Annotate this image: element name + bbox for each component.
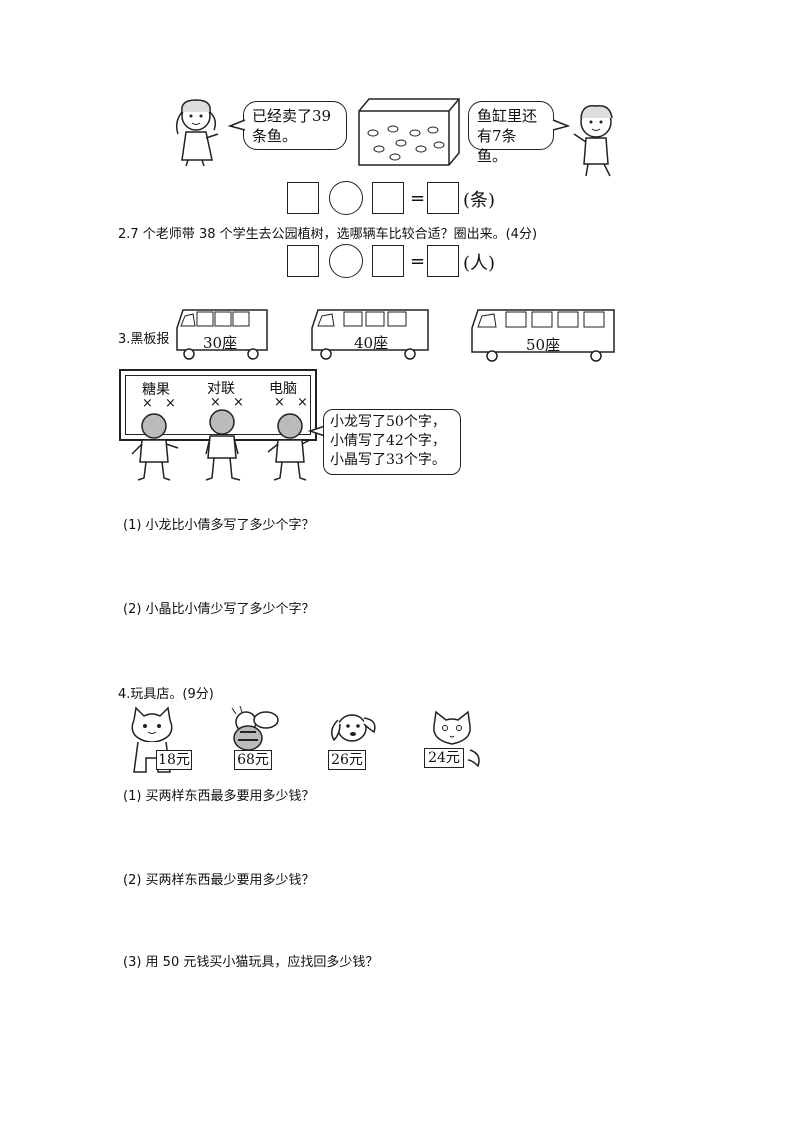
speech-bubble-right: 鱼缸里还 有7条鱼。: [468, 101, 554, 165]
bus-50[interactable]: 50座: [470, 308, 618, 364]
problem-4-question-2: (2) 买两样东西最少要用多少钱？: [123, 873, 315, 888]
board-word-computer: 电脑: [269, 381, 297, 397]
bus-40[interactable]: 40座: [310, 308, 432, 362]
problem-4-question-3: (3) 用 50 元钱买小猫玩具，应找回多少钱？: [123, 955, 379, 970]
bubble-right-tail: [552, 119, 571, 131]
answer-box-1a[interactable]: [287, 182, 319, 214]
blackboard-inner: [125, 375, 311, 435]
fox-toy-icon: [433, 710, 480, 768]
bus-30[interactable]: 30座: [175, 308, 271, 362]
bubble-3-line-1: 小龙写了50个字，: [330, 414, 446, 430]
kid-left-figure: [131, 413, 179, 481]
board-crosses-1: × ×: [142, 396, 180, 411]
board-crosses-3: × ×: [274, 395, 312, 410]
equals-sign-1: =: [410, 188, 426, 209]
bus-50-drawing: [471, 309, 615, 362]
board-crosses-2: × ×: [210, 395, 248, 410]
problem-3-title: 3.黑板报: [118, 332, 170, 347]
problem-2-text: 2.7 个老师带 38 个学生去公园植树，选哪辆车比较合适？圈出来。(4分): [118, 227, 538, 242]
bubble-3-line-3: 小晶写了33个字。: [330, 452, 446, 468]
unit-label-2: (人): [463, 253, 496, 274]
bus-40-label: 40座: [354, 334, 389, 352]
price-tag-bee: 68元: [234, 750, 272, 770]
operator-circle-1[interactable]: [329, 181, 363, 215]
price-tag-cat: 18元: [156, 750, 192, 770]
problem-3-question-1: (1) 小龙比小倩多写了多少个字？: [123, 518, 315, 533]
equals-sign-2: =: [410, 251, 426, 272]
operator-circle-2[interactable]: [329, 244, 363, 278]
answer-box-2b[interactable]: [372, 245, 404, 277]
kid-right-figure: [267, 413, 311, 481]
bus-50-label: 50座: [526, 336, 561, 354]
board-word-candy: 糖果: [142, 382, 170, 398]
price-tag-fox: 24元: [424, 748, 464, 768]
board-word-couplet: 对联: [207, 381, 235, 397]
unit-label-1: (条): [463, 190, 496, 211]
girl-figure: [175, 99, 219, 167]
problem-3-question-2: (2) 小晶比小倩少写了多少个字？: [123, 602, 315, 617]
bubble-left-line-1: 已经卖了39: [252, 107, 332, 125]
bubble-right-line-1: 鱼缸里还: [477, 107, 538, 125]
price-tag-dog: 26元: [328, 750, 366, 770]
answer-box-1b[interactable]: [372, 182, 404, 214]
bubble-left-tail: [227, 119, 246, 131]
problem-4-question-1: (1) 买两样东西最多要用多少钱？: [123, 789, 315, 804]
cat-toy-icon: [131, 706, 173, 773]
speech-bubble-3: 小龙写了50个字， 小倩写了42个字， 小晶写了33个字。: [323, 409, 461, 475]
speech-bubble-left: 已经卖了39 条鱼。: [243, 101, 347, 150]
boy-figure: [573, 105, 613, 177]
bee-toy-icon: [231, 705, 279, 751]
bubble-right-line-2: 有7条鱼。: [477, 127, 517, 165]
dog-toy-icon: [331, 714, 376, 742]
bubble-3-line-2: 小倩写了42个字，: [330, 433, 446, 449]
answer-box-1c[interactable]: [427, 182, 459, 214]
answer-box-2c[interactable]: [427, 245, 459, 277]
problem-4-title: 4.玩具店。(9分): [118, 687, 214, 702]
bus-40-drawing: [311, 309, 429, 360]
bubble-left-line-2: 条鱼。: [252, 127, 298, 145]
bus-30-label: 30座: [203, 334, 238, 352]
bus-30-drawing: [176, 309, 268, 360]
answer-box-2a[interactable]: [287, 245, 319, 277]
kid-middle-figure: [205, 409, 241, 481]
fish-tank: [358, 98, 460, 166]
bubble-3-tail: [307, 425, 326, 437]
